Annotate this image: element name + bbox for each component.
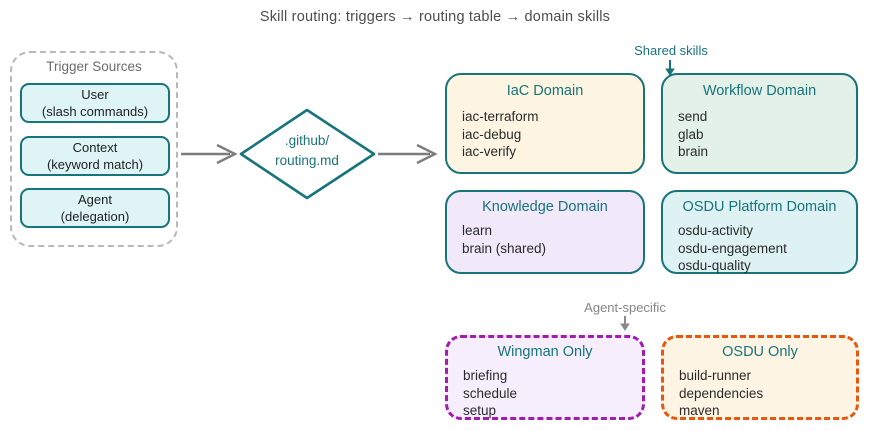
skill-list: briefing schedule setup	[448, 367, 642, 420]
arrow-router-to-domains	[378, 143, 438, 165]
domain-title: OSDU Only	[722, 344, 798, 360]
skill-list: iac-terraform iac-debug iac-verify	[447, 108, 643, 161]
trigger-node-agent: Agent (delegation)	[20, 188, 170, 228]
trigger-node-detail: (delegation)	[60, 209, 130, 224]
skill-item: learn	[462, 223, 493, 238]
skill-item: build-runner	[679, 368, 752, 383]
domain-box-osdu-platform: OSDU Platform Domain osdu-activity osdu-…	[661, 190, 858, 274]
trigger-node-detail: (slash commands)	[41, 104, 149, 119]
skill-item: glab	[678, 126, 704, 142]
skill-list: learn brain (shared)	[447, 222, 643, 257]
domain-box-osdu-only: OSDU Only build-runner dependencies mave…	[661, 335, 859, 420]
skill-item: brain	[678, 144, 709, 159]
skill-item: setup	[463, 403, 497, 418]
skill-item: iac-debug	[462, 126, 522, 142]
domain-title: Knowledge Domain	[482, 199, 608, 215]
skill-list: osdu-activity osdu-engagement osdu-quali…	[663, 222, 856, 275]
trigger-sources-label: Trigger Sources	[46, 59, 142, 74]
trigger-node-user: User (slash commands)	[20, 83, 170, 123]
domain-title: Workflow Domain	[702, 83, 817, 99]
trigger-node-name: Agent	[78, 191, 112, 207]
domain-box-wingman-only: Wingman Only briefing schedule setup	[445, 335, 645, 420]
domain-box-knowledge: Knowledge Domain learn brain (shared)	[445, 190, 645, 274]
trigger-node-name: User	[81, 86, 109, 102]
skill-item: dependencies	[679, 385, 764, 401]
trigger-sources-group: Trigger Sources	[10, 51, 178, 247]
skill-item: schedule	[463, 385, 518, 401]
skill-item: briefing	[463, 368, 508, 383]
domain-box-workflow: Workflow Domain send glab brain	[661, 73, 858, 174]
skill-list: build-runner dependencies maven	[664, 367, 856, 420]
domain-box-iac: IaC Domain iac-terraform iac-debug iac-v…	[445, 73, 645, 174]
skill-item: send	[678, 109, 708, 124]
agent-specific-arrow-icon	[620, 316, 630, 331]
skill-item: iac-verify	[462, 144, 517, 159]
diagram-title: Skill routing: triggers → routing table …	[259, 9, 611, 25]
skill-item: brain (shared)	[462, 240, 547, 256]
domain-title: OSDU Platform Domain	[682, 199, 837, 215]
routing-node-line2: routing.md	[275, 152, 339, 168]
skill-item: iac-terraform	[462, 109, 539, 124]
skill-item: osdu-quality	[678, 258, 751, 273]
domain-title: Wingman Only	[497, 344, 593, 360]
trigger-node-name: Context	[72, 139, 118, 155]
arrow-triggers-to-router	[181, 143, 238, 165]
skill-item: osdu-engagement	[678, 240, 787, 256]
skill-item: maven	[679, 403, 720, 418]
trigger-node-context: Context (keyword match)	[20, 136, 170, 176]
routing-node-line1: .github/	[284, 133, 330, 148]
shared-skills-label: Shared skills	[634, 43, 708, 58]
skill-item: osdu-activity	[678, 223, 754, 238]
routing-node-label: .github/ routing.md	[247, 131, 367, 170]
skill-list: send glab brain	[663, 108, 856, 161]
trigger-node-detail: (keyword match)	[46, 157, 144, 172]
domain-title: IaC Domain	[506, 83, 584, 99]
agent-specific-label: Agent-specific	[584, 300, 666, 315]
